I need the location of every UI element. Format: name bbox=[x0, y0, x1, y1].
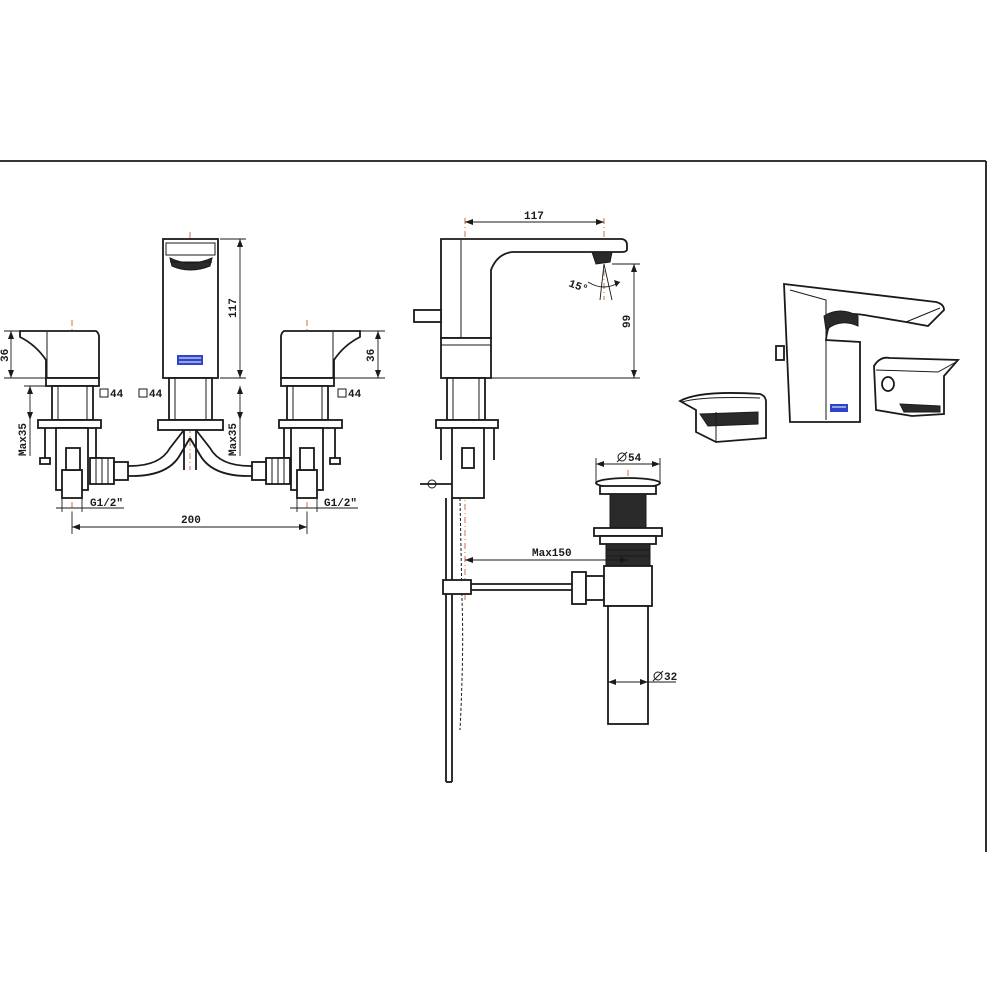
reach-label: 117 bbox=[524, 211, 544, 223]
max150-label: Max150 bbox=[532, 548, 572, 560]
spread-label: 200 bbox=[181, 515, 201, 527]
handle-height-right-label: 36 bbox=[366, 349, 378, 362]
handle-height-left-label: 36 bbox=[0, 349, 12, 362]
square-right-label: 44 bbox=[348, 389, 362, 401]
brand-logo-icon bbox=[177, 355, 203, 365]
iso-spout bbox=[775, 282, 945, 423]
max35-right-label: Max35 bbox=[228, 423, 240, 456]
dimension-spout-height: 117 bbox=[220, 238, 246, 379]
dimension-pop-up-diameter: 54 bbox=[595, 451, 661, 482]
angle-label: 15° bbox=[567, 278, 590, 296]
thread-right-label: G1/2" bbox=[324, 498, 357, 510]
dimension-side-height: 99 bbox=[491, 263, 640, 379]
dimension-handle-height-right: 36 bbox=[334, 330, 385, 379]
thread-left-label: G1/2" bbox=[90, 498, 123, 510]
dimension-spread: 200 bbox=[71, 512, 308, 534]
connecting-hose bbox=[89, 429, 291, 485]
dimension-thread-left: G1/2" bbox=[56, 496, 124, 512]
front-view: 117 36 36 44 44 bbox=[0, 232, 385, 534]
max35-left-label: Max35 bbox=[18, 423, 30, 456]
dimension-tail-diameter: 32 bbox=[608, 670, 677, 685]
spout-body bbox=[157, 238, 224, 470]
square-size-left: 44 bbox=[99, 388, 124, 401]
dimension-max150: Max150 bbox=[465, 548, 628, 563]
pop-up-waste bbox=[593, 470, 663, 725]
dimension-max35-left: Max35 bbox=[18, 385, 46, 456]
pop-up-diameter-label: 54 bbox=[628, 453, 642, 465]
right-handle bbox=[278, 330, 361, 499]
drawing-frame bbox=[0, 160, 987, 852]
dimension-thread-right: G1/2" bbox=[290, 496, 358, 512]
square-size-right: 44 bbox=[337, 388, 362, 401]
side-height-label: 99 bbox=[622, 315, 634, 328]
square-size-center: 44 bbox=[138, 388, 163, 401]
side-spout bbox=[413, 238, 628, 499]
dimension-reach: 117 bbox=[465, 211, 604, 225]
iso-left-handle bbox=[678, 392, 767, 443]
dimension-angle: 15° bbox=[567, 263, 621, 301]
iso-brand-logo-icon bbox=[830, 404, 848, 412]
perspective-view bbox=[678, 282, 960, 443]
square-center-label: 44 bbox=[149, 389, 163, 401]
tail-diameter-label: 32 bbox=[664, 672, 677, 684]
left-handle bbox=[19, 330, 102, 499]
side-view: 117 99 15° 54 bbox=[413, 211, 677, 783]
spout-height-label: 117 bbox=[228, 298, 240, 318]
iso-right-handle bbox=[873, 356, 960, 417]
dimension-handle-height-left: 36 bbox=[0, 330, 46, 379]
square-left-label: 44 bbox=[110, 389, 124, 401]
pop-up-rod bbox=[442, 497, 605, 783]
dimension-max35-right: Max35 bbox=[228, 386, 243, 456]
